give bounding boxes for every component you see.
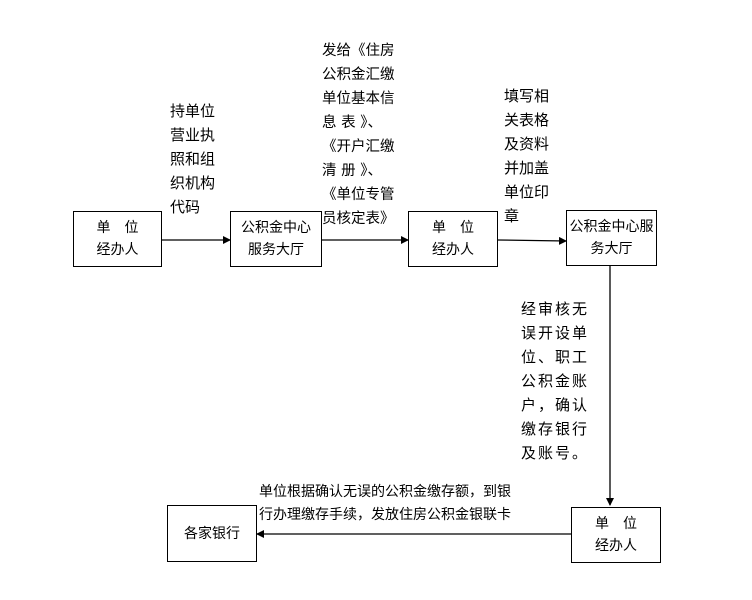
edge-label-step-2-line-2: 公积金汇缴 (322, 67, 395, 83)
edge-label-step-2-line-5: 《开户汇缴 (322, 139, 395, 155)
edge-label-step-2-line-1: 发给《住房 (322, 43, 395, 59)
edge-label-step-1-line-4: 织机构 (170, 174, 216, 192)
edge-label-step-3-line-5: 单位印 (504, 183, 550, 201)
node-unit-handler-3-line-2: 经办人 (595, 538, 637, 554)
edge-label-step-1-line-3: 照和组 (170, 150, 216, 168)
node-unit-handler-2-line-1: 单 位 (432, 220, 474, 236)
edge-label-step-3-line-4: 并加盖 (504, 159, 550, 177)
node-fund-center-hall-2-line-2: 务大厅 (590, 241, 633, 257)
node-fund-center-hall-2: 公积金中心服 务大厅 (566, 210, 657, 266)
edge-label-step-4-line-7: 及账号。 (521, 444, 590, 462)
edge-label-step-4-line-1: 经审核无 (521, 300, 590, 318)
edge-label-step-1-line-5: 代码 (170, 198, 201, 216)
edge-label-step-3: 填写相 关表格 及资料 并加盖 单位印 章 (504, 84, 549, 228)
edge-label-step-2-line-6: 清 册 》、 (322, 163, 382, 179)
node-unit-handler-2-line-2: 经办人 (432, 242, 474, 258)
edge-label-step-2: 发给《住房 公积金汇缴 单位基本信 息 表 》、 《开户汇缴 清 册 》、 《单… (322, 39, 395, 231)
edge-label-step-2-line-4: 息 表 》、 (322, 115, 382, 131)
node-unit-handler-1-line-2: 经办人 (96, 242, 139, 258)
edge-label-step-3-line-3: 及资料 (504, 135, 550, 153)
edge-label-step-1-line-2: 营业执 (170, 126, 216, 144)
edge-label-step-5-line-1: 单位根据确认无误的公积金缴存额，到银 (259, 484, 511, 500)
edge-label-step-1: 持单位 营业执 照和组 织机构 代码 (170, 99, 215, 219)
node-unit-handler-3-line-1: 单 位 (595, 516, 637, 532)
node-unit-handler-1: 单 位 经办人 (73, 211, 162, 267)
edge-label-step-4-line-6: 缴存银行 (521, 420, 590, 438)
arrow-unit2-to-center2 (497, 236, 567, 245)
edge-label-step-4-line-3: 位、职工 (521, 348, 590, 366)
node-unit-handler-3: 单 位 经办人 (571, 507, 661, 563)
edge-label-step-4-line-5: 户，确认 (521, 396, 590, 414)
node-banks-label: 各家银行 (184, 525, 240, 542)
edge-label-step-4: 经审核无 误开设单 位、职工 公积金账 户，确认 缴存银行 及账号。 (521, 297, 589, 465)
edge-label-step-4-line-2: 误开设单 (521, 324, 590, 342)
node-fund-center-hall-1-line-2: 服务大厅 (248, 242, 304, 258)
node-unit-handler-1-line-1: 单 位 (96, 220, 139, 236)
edge-label-step-3-line-6: 章 (504, 207, 520, 225)
edge-label-step-2-line-3: 单位基本信 (322, 91, 395, 107)
node-fund-center-hall-2-line-1: 公积金中心服 (569, 219, 654, 235)
edge-label-step-5-line-2: 行办理缴存手续，发放住房公积金银联卡 (259, 507, 511, 523)
edge-label-step-2-line-8: 员核定表》 (322, 211, 395, 227)
edge-label-step-3-line-2: 关表格 (504, 111, 550, 129)
node-fund-center-hall-1: 公积金中心 服务大厅 (230, 211, 322, 267)
edge-label-step-5: 单位根据确认无误的公积金缴存额，到银 行办理缴存手续，发放住房公积金银联卡 (259, 481, 511, 527)
node-fund-center-hall-1-line-1: 公积金中心 (241, 220, 311, 236)
edge-label-step-3-line-1: 填写相 (504, 87, 550, 105)
edge-label-step-1-line-1: 持单位 (170, 102, 216, 120)
edge-label-step-4-line-4: 公积金账 (521, 372, 590, 390)
edge-label-step-2-line-7: 《单位专管 (322, 187, 395, 203)
node-banks: 各家银行 (167, 505, 257, 562)
node-unit-handler-2: 单 位 经办人 (408, 211, 498, 267)
